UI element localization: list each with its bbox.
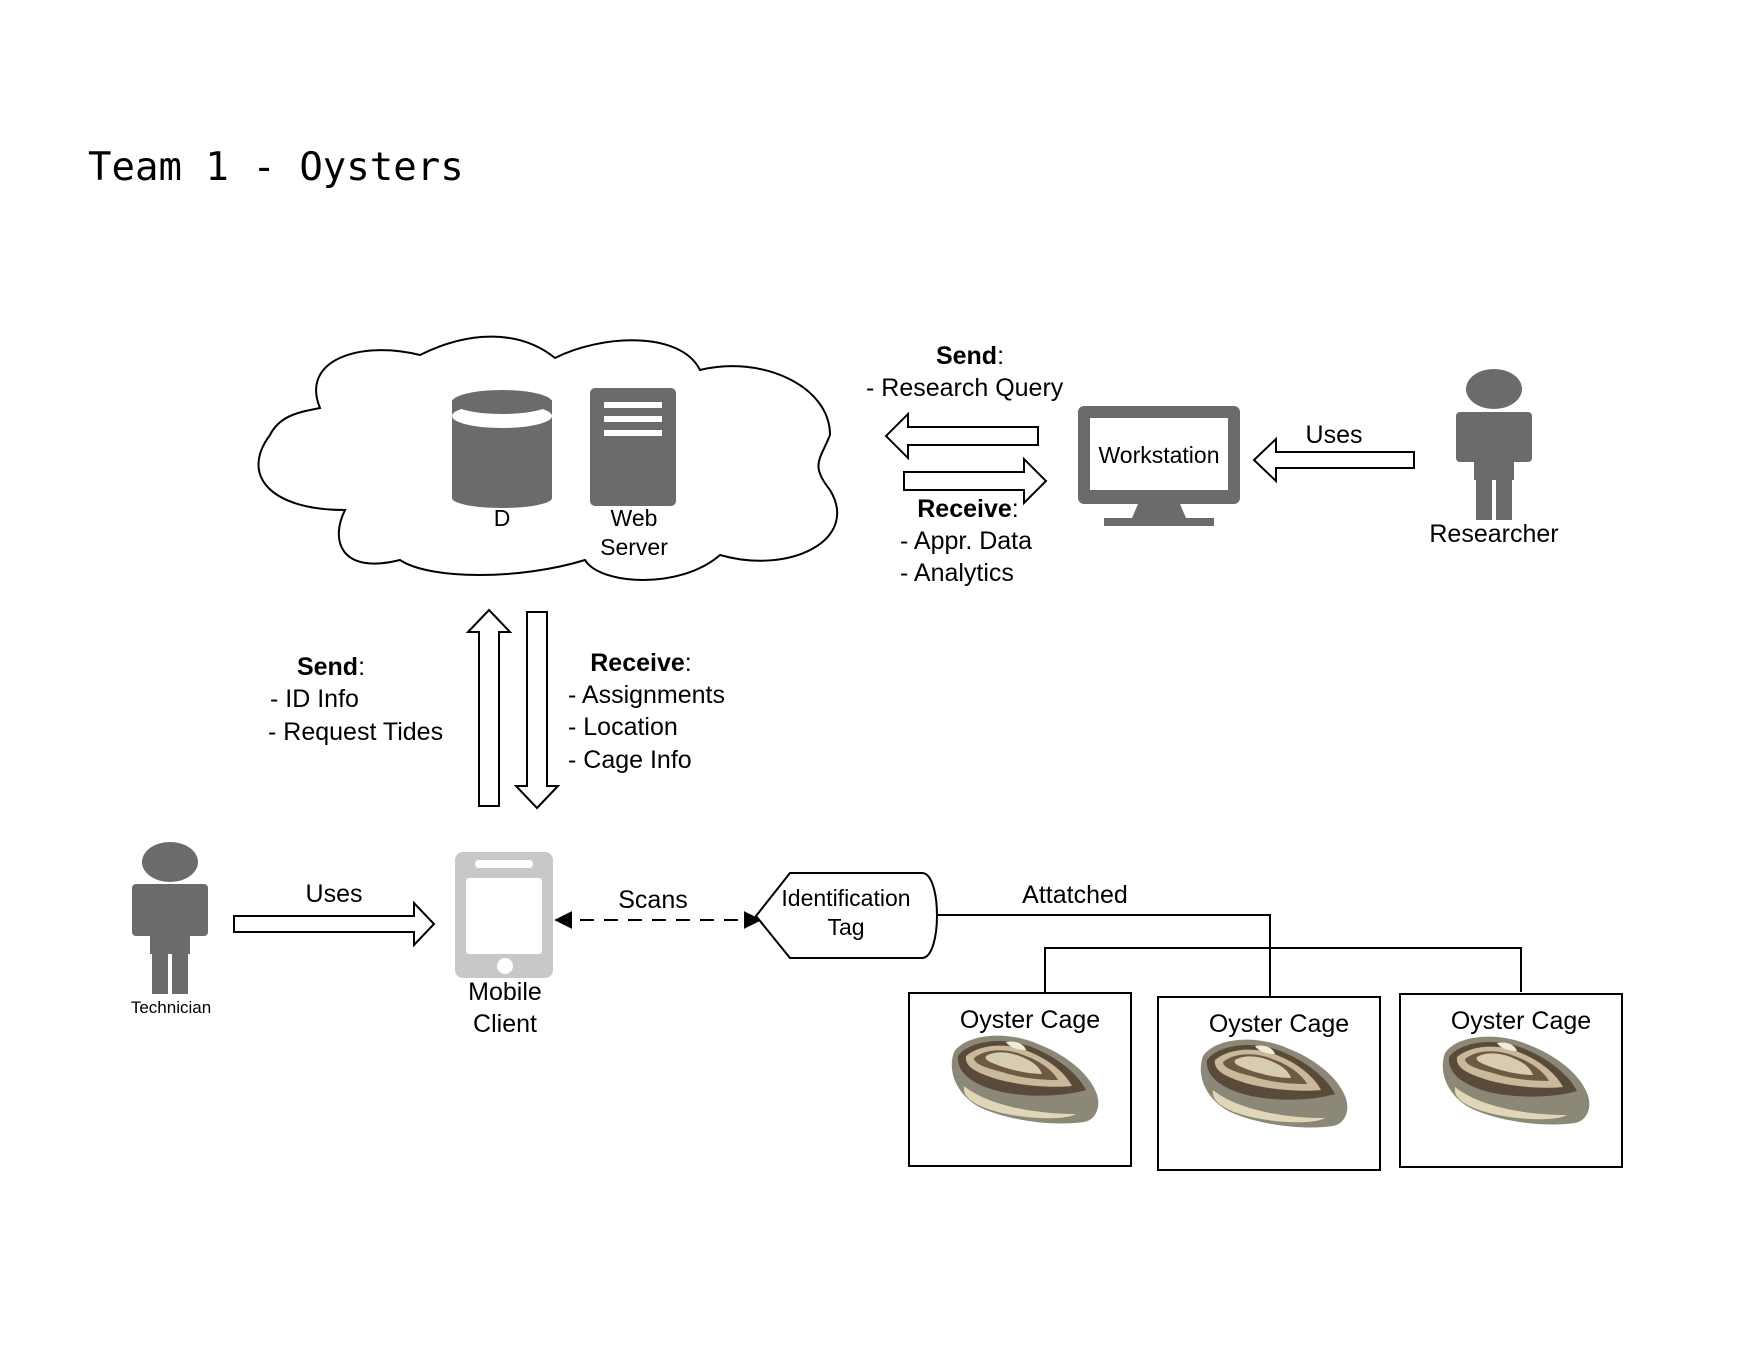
mobile-receive-item: - Cage Info: [568, 746, 692, 774]
oyster-cage-label: Oyster Cage: [1451, 1007, 1591, 1035]
workstation-send-item: - Research Query: [866, 374, 1064, 402]
attached-connector: [938, 914, 1271, 996]
researcher-person-icon: [1456, 369, 1532, 520]
mobile-send-item: - Request Tides: [268, 718, 443, 746]
send-arrow-left: [884, 411, 1039, 461]
identification-tag-label: Identification: [781, 885, 910, 911]
oyster-cage: Oyster Cage: [1399, 993, 1623, 1168]
web-server-icon: [590, 388, 676, 506]
mobile-send-text: Send:: [297, 653, 365, 681]
oyster-cage-label: Oyster Cage: [960, 1006, 1100, 1034]
mobile-client-label: Client: [473, 1010, 537, 1038]
receive-arrow-right: [903, 456, 1048, 506]
web-server-label: Web: [611, 505, 658, 531]
identification-tag-shape: [754, 872, 938, 959]
identification-tag-label: Tag: [827, 914, 864, 940]
web-server-label: Server: [600, 534, 668, 560]
researcher-uses-label: Uses: [1306, 421, 1363, 449]
database-label: D: [494, 505, 511, 531]
oyster-cage-label: Oyster Cage: [1209, 1010, 1349, 1038]
monitor-icon: [1078, 406, 1240, 526]
mobile-client-label: Mobile: [468, 978, 542, 1006]
technician-label: Technician: [131, 998, 211, 1017]
scans-label: Scans: [618, 886, 687, 914]
researcher-uses-arrow: [1252, 436, 1415, 484]
technician-uses-arrow: [233, 900, 436, 948]
oyster-cage: Oyster Cage: [908, 992, 1132, 1167]
workstation-label: Workstation: [1098, 442, 1219, 468]
mobile-receive-item: - Location: [568, 713, 678, 741]
mobile-send-item: - ID Info: [270, 685, 359, 713]
page-title: Team 1 - Oysters: [88, 145, 464, 190]
workstation-send-text: Send:: [936, 342, 1004, 370]
technician-person-icon: [132, 842, 208, 994]
mobile-device-icon: [455, 852, 553, 978]
attached-label: Attatched: [1022, 881, 1128, 909]
receive-arrow-down: [513, 611, 561, 810]
technician-uses-label: Uses: [306, 880, 363, 908]
researcher-label: Researcher: [1429, 520, 1558, 548]
mobile-receive-text: Receive:: [590, 649, 691, 677]
database-icon: [452, 390, 552, 508]
send-arrow-up: [465, 608, 513, 807]
workstation-receive-text: Receive:: [917, 495, 1018, 523]
workstation-receive-item: - Appr. Data: [900, 527, 1032, 555]
workstation-receive-item: - Analytics: [900, 559, 1014, 587]
attached-branch: [1044, 947, 1522, 992]
mobile-receive-item: - Assignments: [568, 681, 725, 709]
oyster-cage: Oyster Cage: [1157, 996, 1381, 1171]
